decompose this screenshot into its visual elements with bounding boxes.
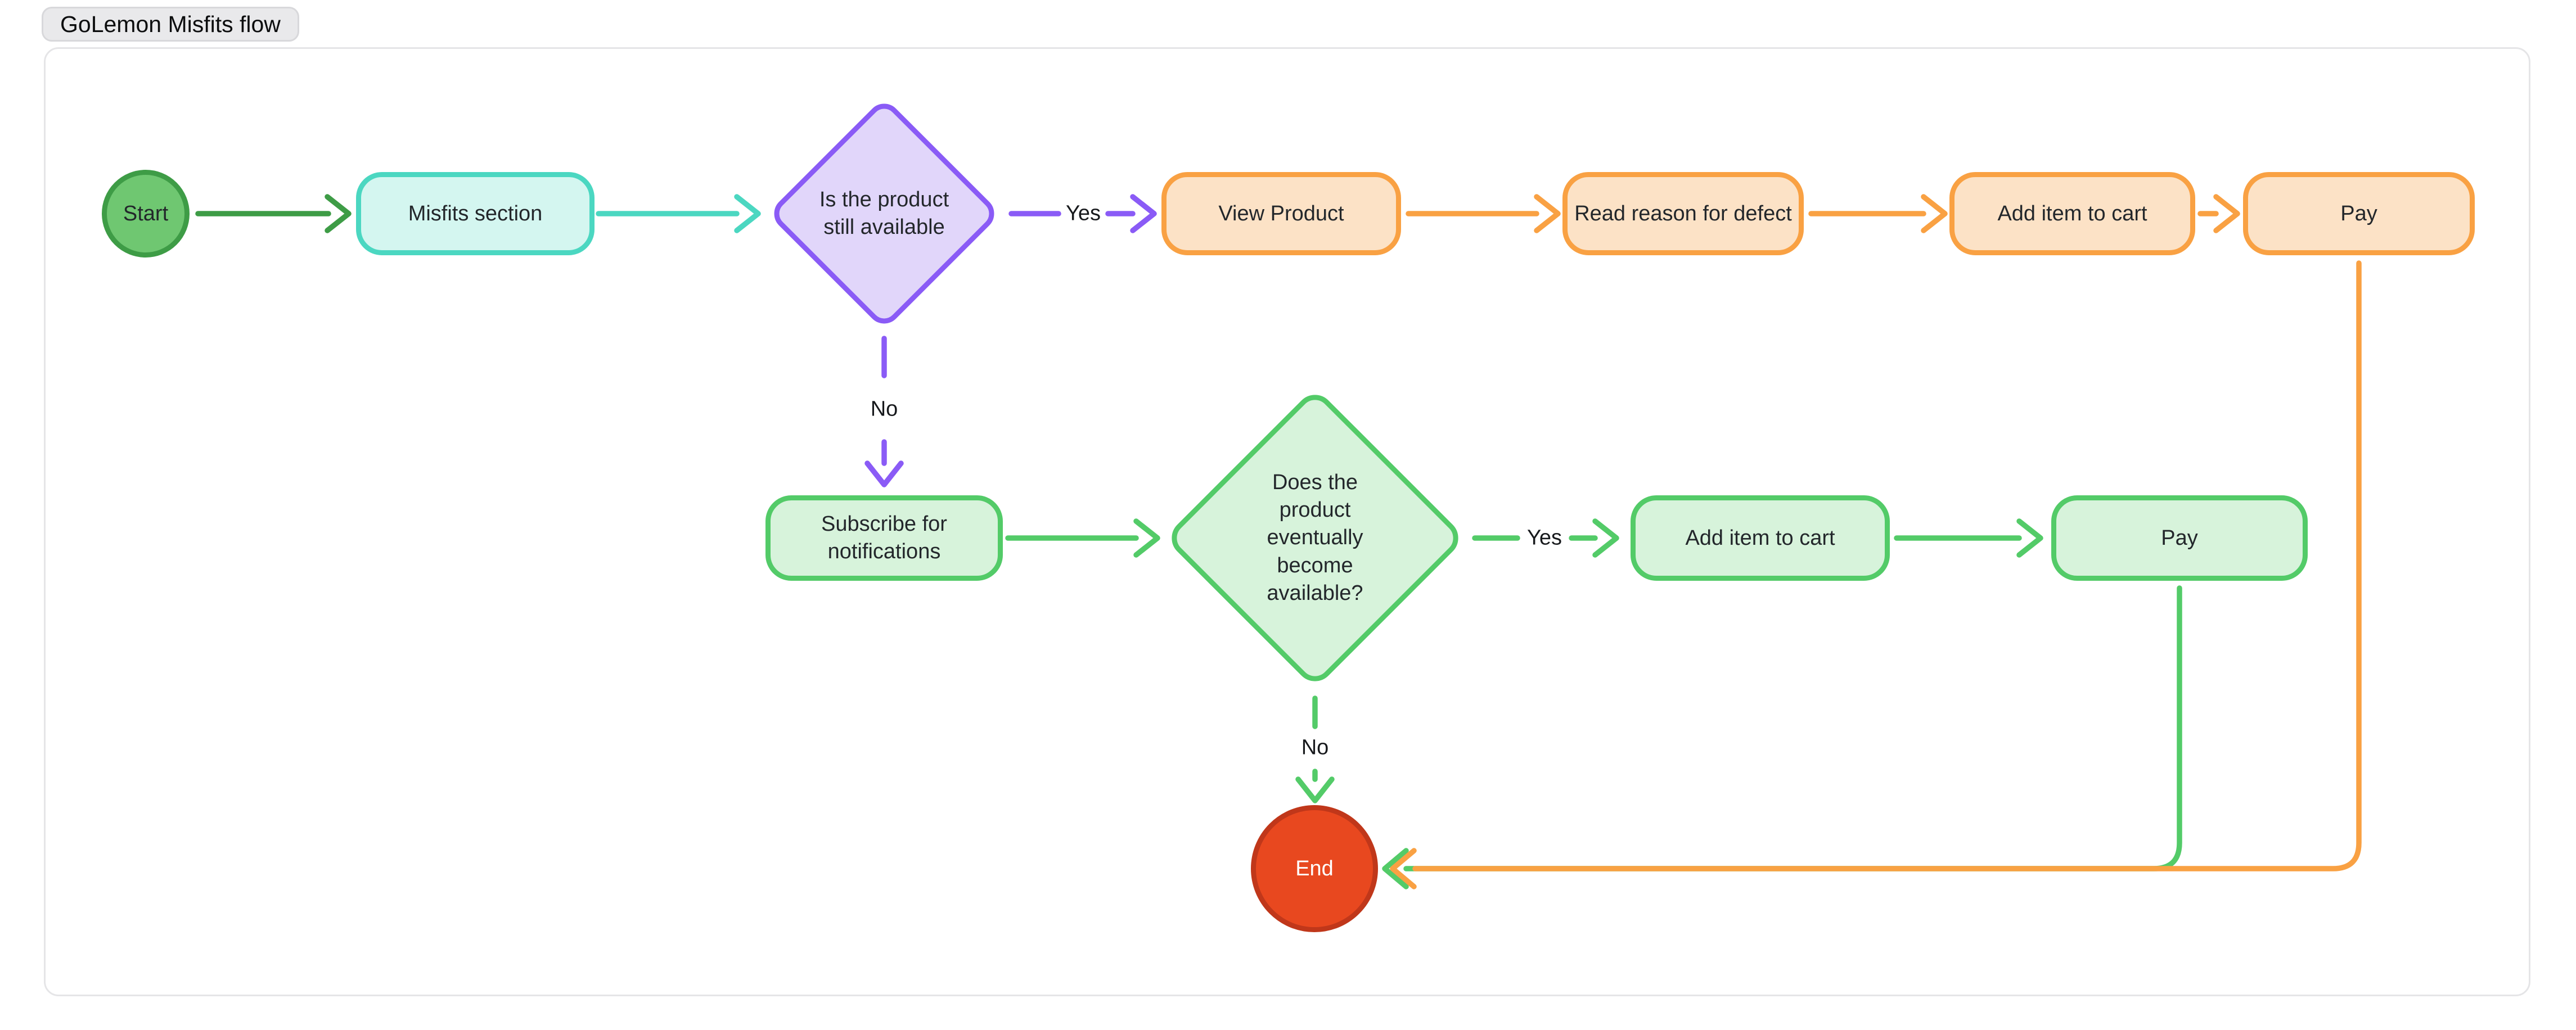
edge-label-eventually-no[interactable]: No — [1301, 735, 1329, 760]
node-start[interactable]: Start — [102, 170, 190, 258]
node-end[interactable]: End — [1251, 805, 1378, 932]
node-label: Subscribe for notifications — [821, 512, 947, 563]
edge-label-eventually-yes[interactable]: Yes — [1527, 526, 1562, 550]
node-decision-does-product-become-available[interactable]: Does the product eventually become avail… — [1164, 387, 1466, 689]
node-subscribe-for-notifications[interactable]: Subscribe for notifications — [765, 495, 1003, 581]
edge-label-available-yes[interactable]: Yes — [1066, 201, 1101, 225]
node-misfits-section[interactable]: Misfits section — [356, 172, 595, 255]
flow-title-badge[interactable]: GoLemon Misfits flow — [42, 7, 299, 42]
decision-text: Does the product eventually become avail… — [1267, 470, 1363, 606]
node-view-product[interactable]: View Product — [1161, 172, 1401, 255]
decision-text: Is the product still available — [819, 187, 949, 239]
node-pay-eventually[interactable]: Pay — [2051, 495, 2308, 581]
node-read-reason-for-defect[interactable]: Read reason for defect — [1562, 172, 1804, 255]
node-decision-is-product-available[interactable]: Is the product still available — [767, 97, 1001, 331]
edge-label-available-no[interactable]: No — [870, 397, 898, 421]
node-pay-available[interactable]: Pay — [2243, 172, 2475, 255]
node-add-item-to-cart-eventually[interactable]: Add item to cart — [1631, 495, 1890, 581]
node-add-item-to-cart-available[interactable]: Add item to cart — [1949, 172, 2195, 255]
